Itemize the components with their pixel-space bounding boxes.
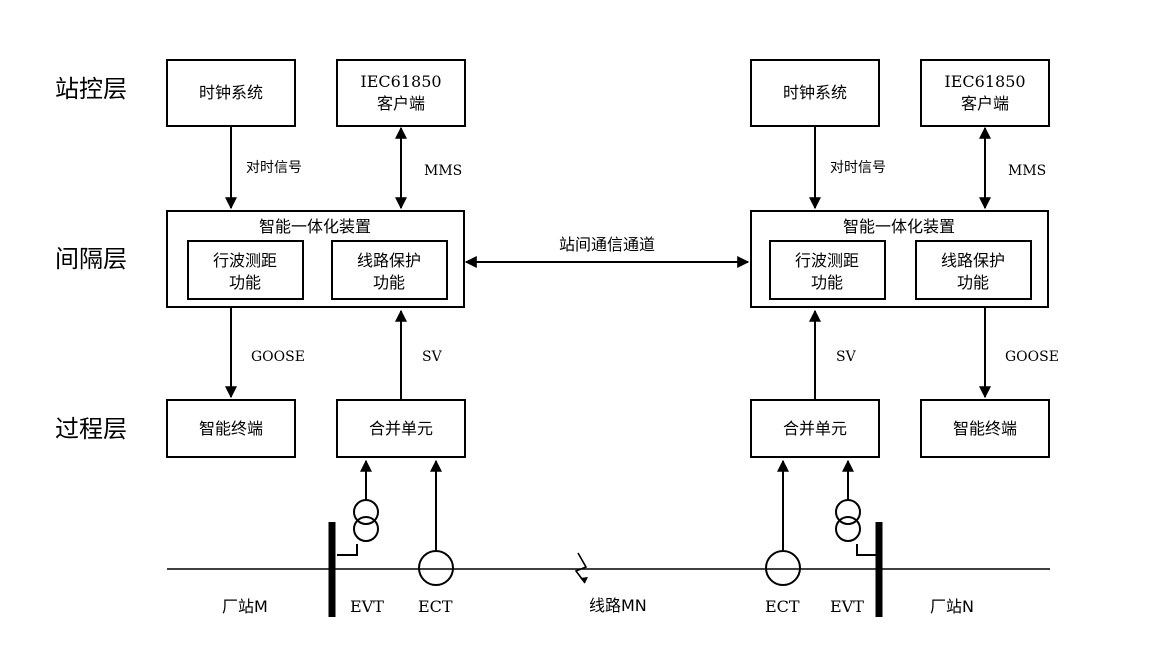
n-iec-client-label-1: IEC61850 (944, 72, 1025, 91)
m-traveling-wave-box (187, 240, 304, 300)
n-ect-symbol (765, 550, 801, 586)
m-iec-client-label-2: 客户端 (377, 94, 425, 113)
n-sync-signal-label: 对时信号 (830, 160, 886, 176)
inter-station-channel-label: 站间通信通道 (559, 235, 655, 254)
m-mms-label: MMS (424, 163, 462, 179)
n-merging-unit-box (750, 399, 880, 458)
n-traveling-wave-box (769, 240, 886, 300)
m-integrated-device-title: 智能一体化装置 (259, 217, 371, 236)
layer-label-station-control: 站控层 (55, 75, 127, 103)
m-evt-label: EVT (350, 597, 384, 616)
n-sv-label: SV (836, 349, 857, 365)
n-traveling-wave-label-1: 行波测距 (795, 251, 859, 270)
n-mms-label: MMS (1008, 163, 1046, 179)
layer-label-process: 过程层 (55, 415, 127, 443)
n-ect-label: ECT (765, 597, 800, 616)
n-integrated-device-title: 智能一体化装置 (843, 217, 955, 236)
m-smart-terminal-label: 智能终端 (199, 419, 263, 438)
m-traveling-wave-label-2: 功能 (229, 273, 261, 292)
n-clock-system-box (750, 59, 880, 127)
n-clock-system-label: 时钟系统 (783, 83, 847, 102)
fault-lightning-icon (574, 552, 588, 584)
m-iec-client-label-1: IEC61850 (360, 72, 441, 91)
n-smart-terminal-box (920, 399, 1050, 458)
m-station-label: 厂站M (222, 597, 268, 616)
m-merging-unit-box (336, 399, 466, 458)
m-smart-terminal-box (166, 399, 296, 458)
m-sync-signal-label: 对时信号 (246, 160, 302, 176)
n-evt-lead (856, 544, 877, 556)
m-evt-coil-bottom (353, 516, 379, 542)
n-line-protection-label-2: 功能 (957, 273, 989, 292)
n-iec-client-box (920, 59, 1050, 127)
m-goose-label: GOOSE (251, 349, 305, 365)
m-ect-label: ECT (418, 597, 453, 616)
layer-label-bay: 间隔层 (55, 245, 127, 273)
m-ect-symbol (418, 550, 454, 586)
line-mn-label: 线路MN (589, 596, 647, 615)
m-merging-unit-label: 合并单元 (369, 419, 433, 438)
n-goose-label: GOOSE (1005, 349, 1059, 365)
m-line-protection-label-1: 线路保护 (357, 251, 421, 270)
n-evt-label: EVT (830, 597, 864, 616)
fault-lightning-tip (580, 577, 588, 583)
n-line-protection-box (915, 240, 1032, 300)
m-line-protection-box (331, 240, 448, 300)
m-clock-system-box (166, 59, 296, 127)
n-iec-client-label-2: 客户端 (961, 94, 1009, 113)
m-clock-system-label: 时钟系统 (199, 83, 263, 102)
n-evt-coil-bottom (835, 516, 861, 542)
m-line-protection-label-2: 功能 (373, 273, 405, 292)
m-evt-lead (337, 544, 358, 556)
m-iec-client-box (336, 59, 466, 127)
n-traveling-wave-label-2: 功能 (811, 273, 843, 292)
n-line-protection-label-1: 线路保护 (941, 251, 1005, 270)
m-sv-label: SV (422, 349, 443, 365)
n-station-label: 厂站N (930, 597, 974, 616)
n-merging-unit-label: 合并单元 (783, 419, 847, 438)
n-smart-terminal-label: 智能终端 (953, 419, 1017, 438)
m-traveling-wave-label-1: 行波测距 (213, 251, 277, 270)
